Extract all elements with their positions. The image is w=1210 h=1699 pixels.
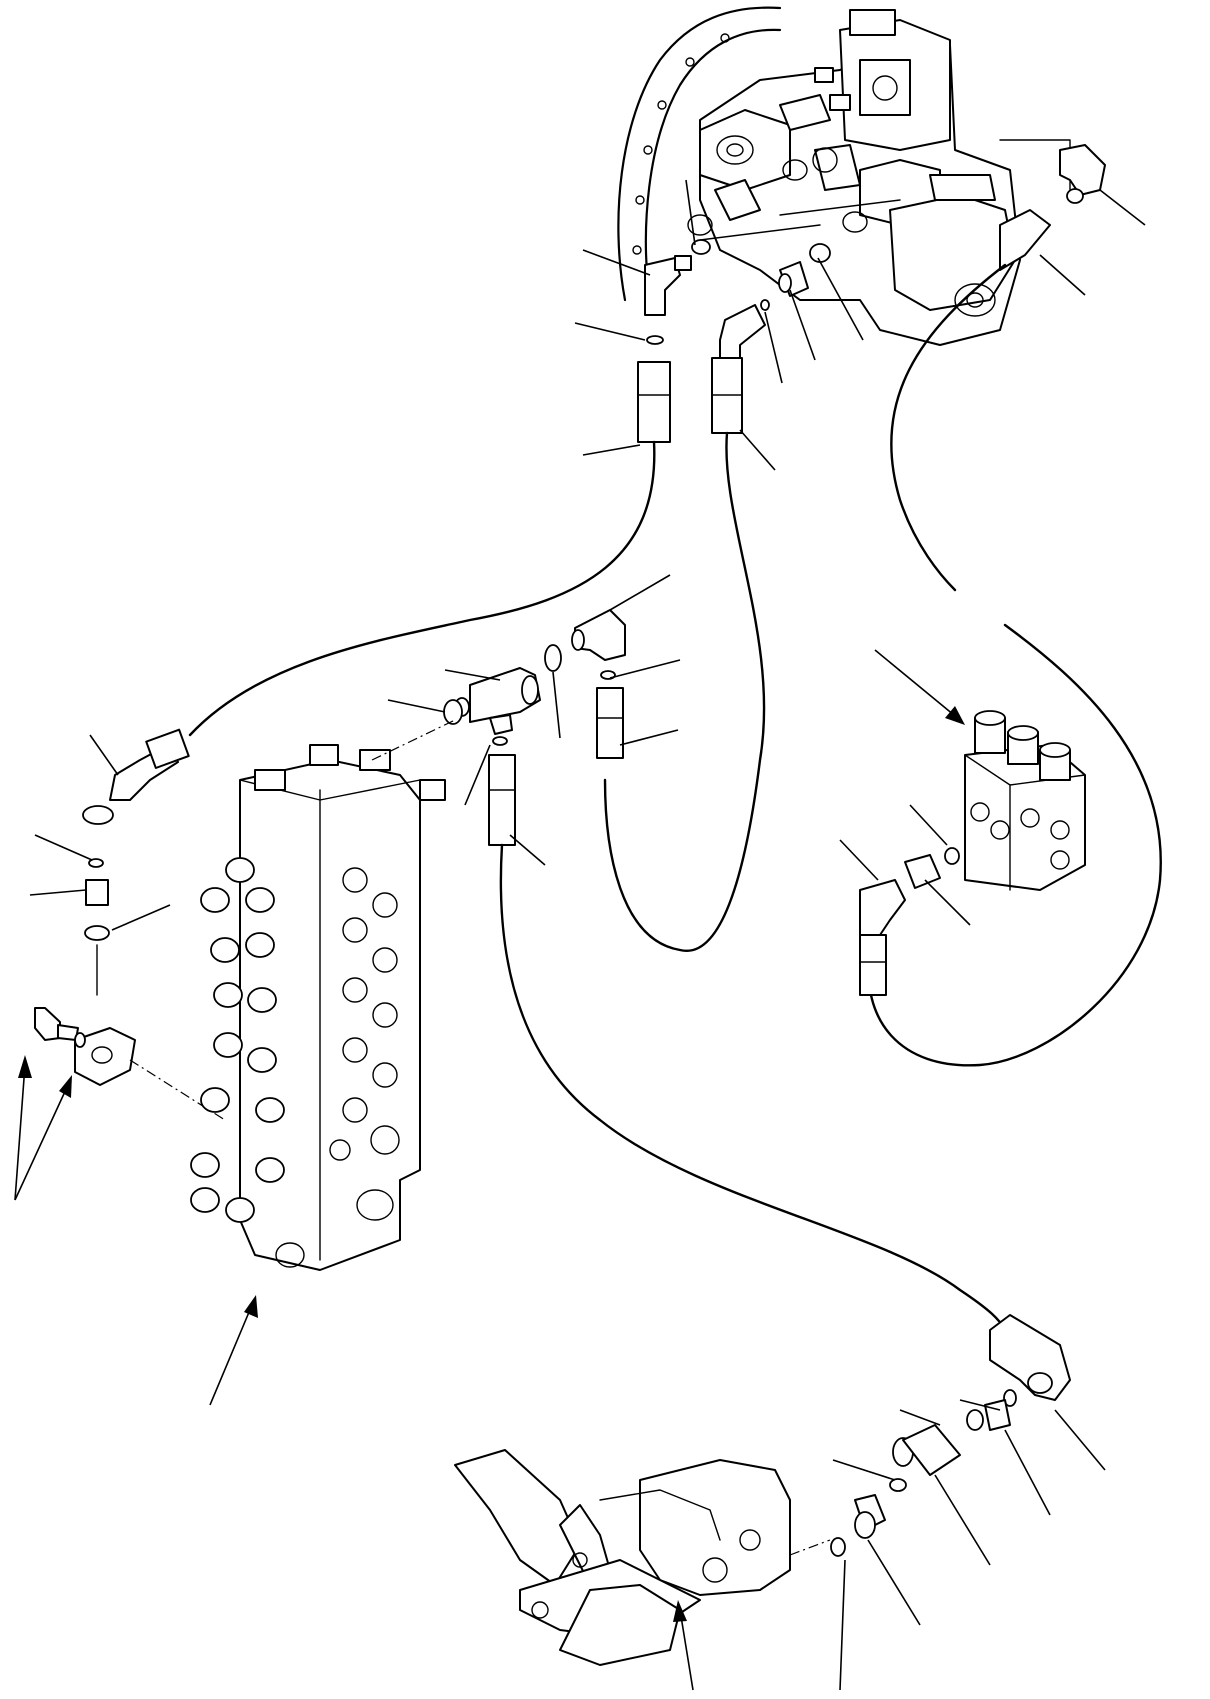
pedal-valve	[454, 1449, 831, 1666]
hose-end-left	[82, 728, 190, 996]
connector-stack-upper	[719, 243, 831, 361]
valve-spools-left	[190, 857, 285, 1223]
pilot-valve-block	[904, 710, 1086, 891]
hose-upper-middle	[603, 357, 766, 953]
elbow-fitting-upper-right	[1059, 144, 1106, 204]
elbow-fitting-middle	[571, 609, 626, 680]
elbow-fitting-pilot	[859, 879, 906, 996]
valve-ports-right	[275, 867, 400, 1268]
hose-upper-right	[867, 209, 1162, 1067]
tee-fitting	[454, 667, 541, 735]
elbow-fitting-upper-left	[644, 239, 711, 345]
hose-middle-left-long	[488, 736, 1007, 1332]
o-ring-tee-right	[544, 644, 562, 672]
leader-lines	[29, 179, 1146, 1691]
o-ring-tee-left	[443, 699, 463, 725]
connector-chain-lower	[830, 1314, 1071, 1557]
bolts	[34, 1007, 86, 1048]
mounting-flange	[74, 1027, 226, 1121]
arrows	[14, 649, 965, 1691]
hose-middle-right-short	[596, 687, 624, 759]
hose-upper-left	[188, 361, 671, 737]
control-valve	[190, 719, 456, 1271]
pump-assembly	[617, 6, 1071, 346]
